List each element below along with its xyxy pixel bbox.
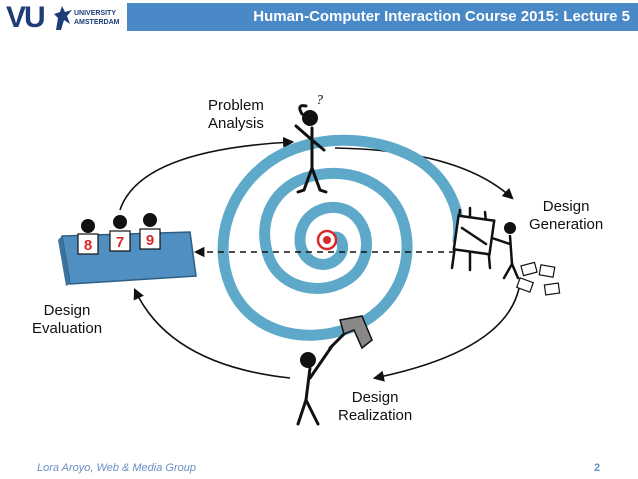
painter-with-easel-icon	[450, 206, 520, 280]
target-icon	[316, 229, 338, 251]
label-realization-line2: Realization	[338, 407, 413, 424]
label-evaluation-line1: Design	[43, 302, 91, 319]
label-generation-line1: Design	[542, 198, 590, 215]
page-number: 2	[594, 462, 601, 474]
footer-author: Lora Aroyo, Web & Media Group	[37, 462, 196, 474]
design-spiral	[217, 134, 465, 341]
label-problem-line1: Problem	[208, 97, 264, 114]
svg-text:9: 9	[146, 232, 154, 249]
label-realization-line1: Design	[351, 389, 399, 406]
cycle-arrow-evaluation-to-problem	[119, 136, 295, 211]
svg-text:7: 7	[116, 234, 124, 251]
hammer-head-icon	[339, 315, 373, 350]
label-problem-line2: Analysis	[208, 115, 264, 132]
svg-text:8: 8	[84, 237, 92, 254]
cycle-arrow-realization-to-evaluation	[133, 287, 291, 379]
header-bar: Human-Computer Interaction Course 2015: …	[127, 3, 638, 31]
vu-logo: VU UNIVERSITY AMSTERDAM	[4, 2, 124, 34]
logo-university-line1: UNIVERSITY	[74, 10, 117, 17]
score-card-8: 8	[77, 233, 99, 255]
hammer-person-icon	[296, 324, 354, 426]
label-design-evaluation: Design Evaluation	[32, 302, 102, 338]
griffin-emblem-icon	[54, 6, 72, 30]
score-card-9: 9	[139, 228, 161, 250]
question-mark-icon: ?	[316, 93, 323, 108]
score-card-7: 7	[109, 230, 131, 252]
slide-header-title: Human-Computer Interaction Course 2015: …	[253, 8, 630, 25]
label-problem-analysis: Problem Analysis	[208, 97, 264, 133]
logo-vu-text: VU	[6, 1, 46, 34]
sketch-papers-icon	[515, 261, 561, 296]
label-evaluation-line2: Evaluation	[32, 320, 103, 337]
cycle-arrow-generation-to-realization	[372, 282, 521, 382]
logo-university-line2: AMSTERDAM	[74, 19, 120, 26]
label-design-realization: Design Realization	[338, 389, 412, 425]
label-design-generation: Design Generation	[529, 198, 603, 234]
thinking-person-icon	[294, 104, 328, 194]
logo-university-name: UNIVERSITY AMSTERDAM	[74, 9, 120, 27]
label-generation-line2: Generation	[529, 216, 604, 233]
cycle-arrow-problem-to-generation	[334, 147, 514, 200]
